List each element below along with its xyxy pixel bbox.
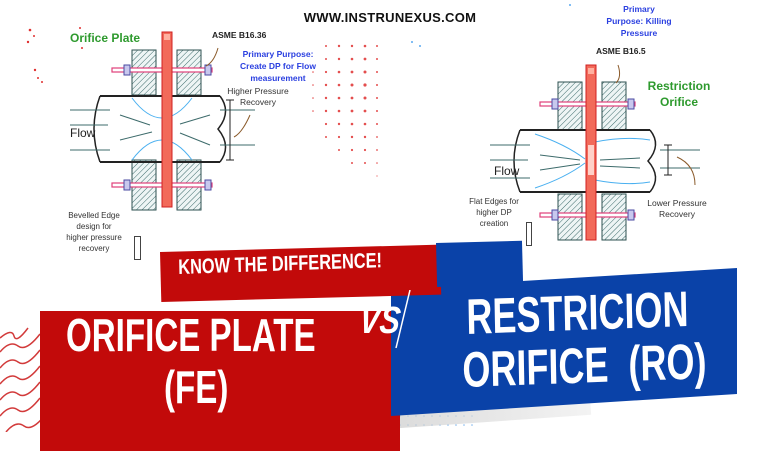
right-blue-banner — [391, 268, 737, 416]
tagline-blue-strip — [436, 240, 524, 287]
purpose-line: Purpose: Killing — [606, 16, 672, 26]
note-line: recovery — [78, 244, 110, 253]
lightning-slash-icon — [395, 290, 411, 349]
bevelled-edge-icon — [134, 236, 141, 260]
note-line: Flat Edges for — [469, 197, 519, 206]
purpose-line: Primary Purpose: — [242, 49, 314, 59]
note-line: design for — [76, 222, 112, 231]
left-flow-label: Flow — [70, 126, 96, 140]
left-title-line2: (FE) — [164, 361, 229, 413]
title-line: Restriction — [647, 79, 711, 93]
purpose-line: Create DP for Flow — [240, 61, 316, 71]
purpose-line: measurement — [250, 73, 306, 83]
orifice-plate-title: Orifice Plate — [70, 31, 141, 45]
lower-pressure-recovery-note: Lower Pressure Recovery — [636, 198, 718, 220]
bevelled-edge-note: Bevelled Edge design for higher pressure… — [58, 210, 130, 254]
note-line: Lower Pressure — [647, 198, 707, 208]
asme-b16-36-label: ASME B16.36 — [212, 30, 267, 40]
note-line: higher pressure — [66, 233, 122, 242]
restriction-orifice-title: Restriction Orifice — [640, 78, 718, 110]
left-red-banner — [40, 311, 400, 451]
asme-b16-5-label: ASME B16.5 — [596, 46, 646, 56]
purpose-line: Primary — [623, 4, 655, 14]
note-line: Higher Pressure — [227, 86, 289, 96]
site-url: WWW.INSTRUNEXUS.COM — [303, 10, 477, 25]
right-purpose-note: Primary Purpose: Killing Pressure — [603, 3, 675, 39]
note-line: Recovery — [240, 97, 276, 107]
flat-edges-note: Flat Edges for higher DP creation — [462, 196, 526, 229]
note-line: creation — [479, 219, 509, 228]
higher-pressure-recovery-note: Higher Pressure Recovery — [222, 86, 294, 108]
right-title-line2: ORIFICE (RO) — [461, 333, 707, 398]
right-title-line1: RESTRICION — [465, 280, 689, 345]
left-title-line1: ORIFICE PLATE — [66, 309, 316, 361]
note-line: Bevelled Edge — [68, 211, 120, 220]
note-line: higher DP — [476, 208, 512, 217]
right-flow-label: Flow — [494, 164, 520, 178]
purpose-line: Pressure — [620, 28, 658, 38]
left-purpose-note: Primary Purpose: Create DP for Flow meas… — [228, 48, 328, 84]
note-line: Recovery — [659, 209, 695, 219]
orifice-plate-diagram — [70, 31, 255, 211]
flat-edge-icon — [526, 222, 532, 246]
title-line: Orifice — [659, 95, 698, 109]
restriction-orifice-diagram — [490, 64, 700, 241]
